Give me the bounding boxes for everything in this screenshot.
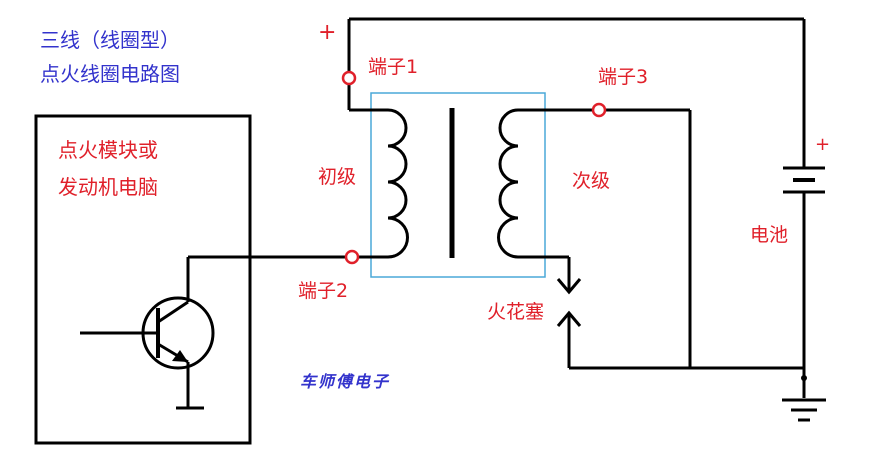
terminal1-node — [341, 70, 357, 86]
secondary-winding — [497, 108, 519, 259]
module-label-line-1: 点火模块或 — [58, 138, 158, 162]
primary-winding — [387, 108, 409, 259]
spark-electrode-lower-icon — [556, 310, 582, 327]
terminal1-label: 端子1 — [368, 56, 419, 78]
terminal3-label: 端子3 — [598, 66, 649, 88]
spark-plug-label: 火花塞 — [487, 301, 545, 323]
terminal3-node — [591, 102, 607, 118]
battery-label: 电池 — [750, 224, 789, 246]
title-line-1: 三线（线圈型） — [40, 28, 180, 52]
secondary-winding-label: 次级 — [572, 170, 611, 192]
module-label-line-2: 发动机电脑 — [58, 175, 158, 199]
watermark-text: 车师傅电子 — [300, 372, 391, 391]
spark-electrode-upper-icon — [556, 278, 582, 295]
emitter-arrow-icon — [172, 350, 188, 362]
terminal2-label: 端子2 — [298, 280, 349, 302]
junction-dot — [801, 375, 807, 381]
primary-winding-label: 初级 — [318, 166, 357, 188]
coil-box — [370, 92, 546, 278]
ignition-module-box — [34, 114, 252, 445]
coil-plus-sign: + — [318, 20, 337, 45]
transistor-collector — [157, 300, 189, 324]
terminal2-node — [344, 249, 360, 265]
battery-plus-sign: + — [815, 134, 831, 155]
title-line-2: 点火线圈电路图 — [40, 62, 180, 86]
